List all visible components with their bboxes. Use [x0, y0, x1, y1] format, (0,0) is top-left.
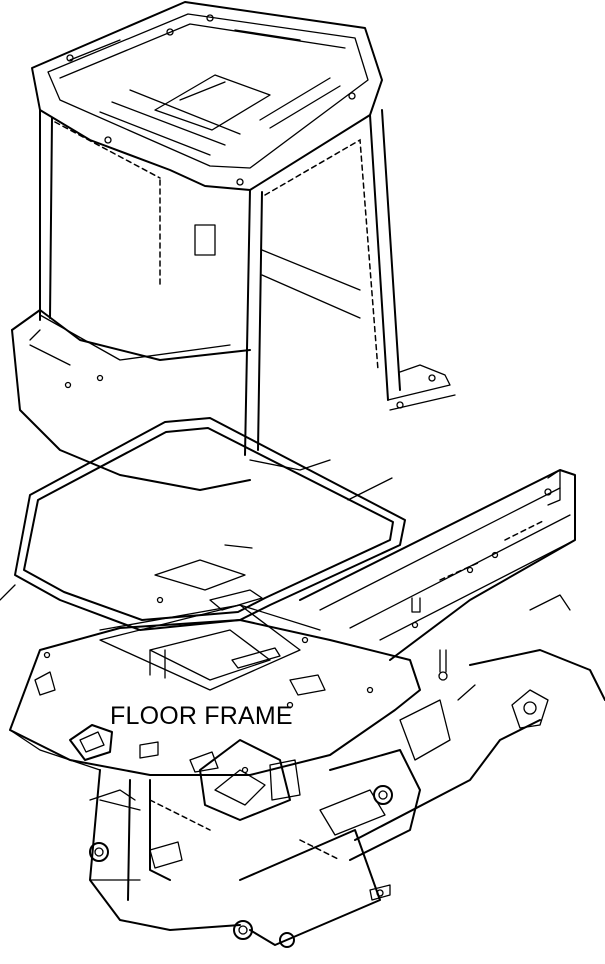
- operator-cab: [11, 1, 456, 491]
- floor-frame: [9, 544, 476, 776]
- cab-seal-gasket: [0, 417, 406, 631]
- main-frame: [89, 469, 605, 948]
- floor-frame-label: FLOOR FRAME: [110, 702, 293, 730]
